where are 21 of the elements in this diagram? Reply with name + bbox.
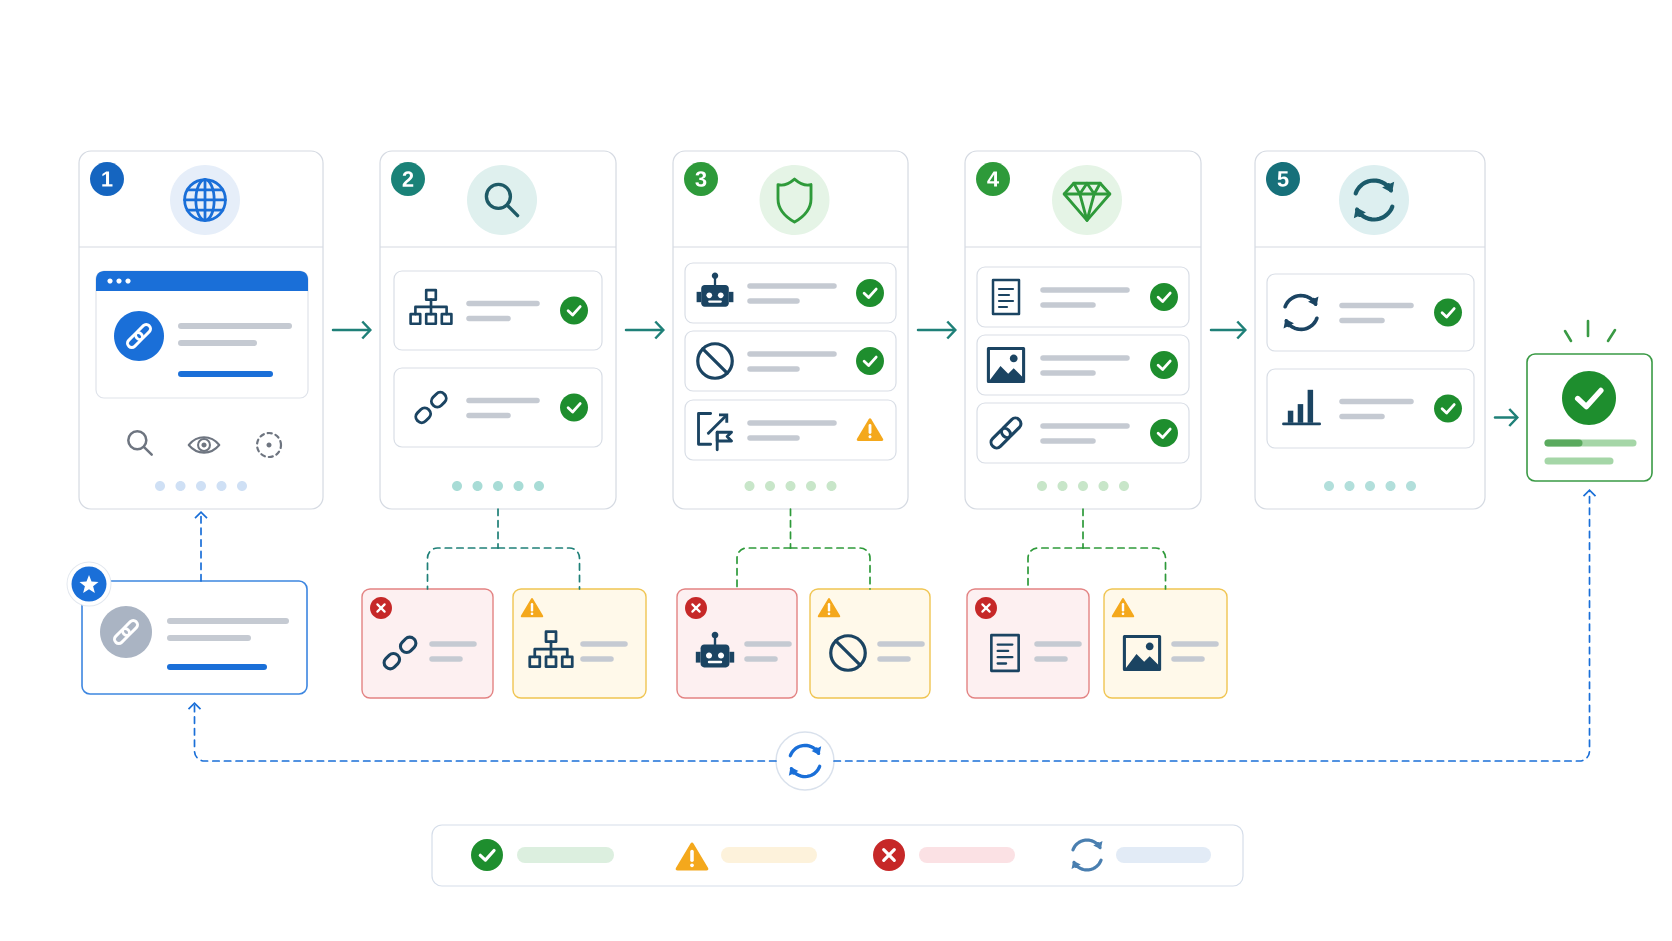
dashed-connector-line <box>497 547 581 590</box>
number-badge: 3 <box>684 162 718 196</box>
arrow <box>1493 408 1519 427</box>
dashed-connector-line <box>736 547 792 590</box>
number-badge: 4 <box>976 162 1010 196</box>
dashed-arrow <box>833 489 1597 762</box>
arrow <box>916 320 957 340</box>
arrow <box>1209 320 1247 340</box>
dashed-arrow <box>194 511 208 582</box>
dashed-connector-line <box>1082 547 1167 590</box>
dashed-connector-line <box>789 508 792 549</box>
number-badge: 2 <box>391 162 425 196</box>
dashed-connector-line <box>426 547 499 590</box>
number-badge: 1 <box>90 162 124 196</box>
dashed-connector-line <box>497 508 499 549</box>
arrow <box>331 320 372 340</box>
dashed-connector-line <box>789 547 871 590</box>
arrow <box>624 320 665 340</box>
dashed-arrow <box>187 702 777 762</box>
number-badge: 5 <box>1266 162 1300 196</box>
dashed-connector-line <box>1082 508 1084 549</box>
